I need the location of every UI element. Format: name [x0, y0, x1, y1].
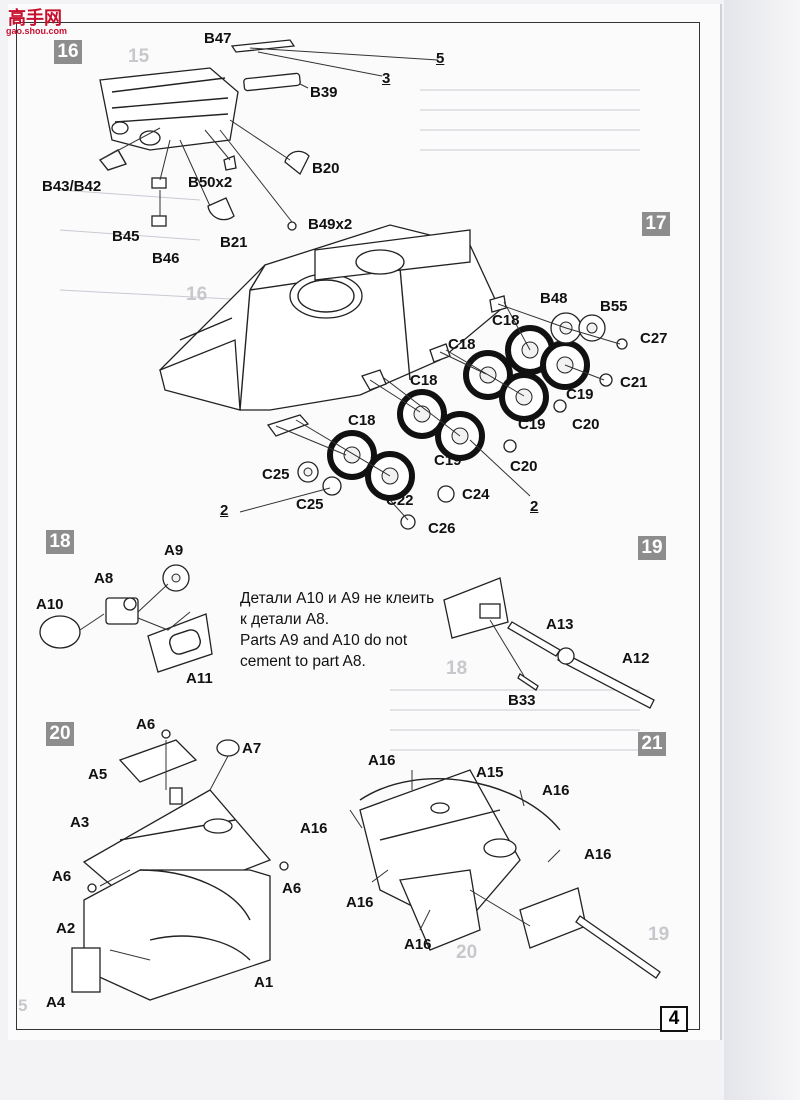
- label-b20: B20: [312, 160, 340, 177]
- ref-5: 5: [436, 50, 445, 67]
- label-c18-c: C18: [410, 372, 438, 389]
- label-c24: C24: [462, 486, 490, 503]
- label-b21: B21: [220, 234, 248, 251]
- logo-subtitle: gao.shou.com: [6, 26, 68, 36]
- label-b46: B46: [152, 250, 180, 267]
- label-a16-e: A16: [346, 894, 374, 911]
- ghost-ref-16: 16: [186, 284, 208, 305]
- label-c25-b: C25: [296, 496, 324, 513]
- ref-3: 3: [382, 70, 391, 87]
- step19-drawing: [443, 577, 655, 709]
- label-a4: A4: [46, 994, 66, 1011]
- label-a16-f: A16: [404, 936, 432, 953]
- label-a10: A10: [36, 596, 64, 613]
- label-b49x2: B49x2: [308, 216, 353, 233]
- label-a16-a: A16: [368, 752, 396, 769]
- step-21-badge: 21: [638, 732, 666, 756]
- ghost-ref-20: 20: [456, 942, 478, 963]
- label-c19-c: C19: [434, 452, 462, 469]
- label-a6-b: A6: [52, 868, 72, 885]
- step21-drawing: [349, 769, 661, 979]
- step17-drawing: [158, 224, 628, 530]
- step-20-badge: 20: [46, 722, 74, 746]
- label-c18-b: C18: [448, 336, 476, 353]
- step18-drawing: [39, 564, 213, 673]
- label-b47: B47: [204, 30, 232, 47]
- label-c25-a: C25: [262, 466, 290, 483]
- label-a13: A13: [546, 616, 574, 633]
- label-c19-a: C19: [566, 386, 594, 403]
- step-18-badge: 18: [46, 530, 74, 554]
- label-a8: A8: [94, 570, 114, 587]
- step-19-badge: 19: [638, 536, 666, 560]
- label-c22: C22: [386, 492, 414, 509]
- label-a6-a: A6: [136, 716, 156, 733]
- ref-2-a: 2: [220, 502, 229, 519]
- label-a15: A15: [476, 764, 504, 781]
- step20-drawing: [71, 729, 289, 1001]
- label-c18-d: C18: [348, 412, 376, 429]
- label-c26: C26: [428, 520, 456, 537]
- label-c19-b: C19: [518, 416, 546, 433]
- step16-drawing: [98, 39, 439, 231]
- label-a9: A9: [164, 542, 184, 559]
- label-a2: A2: [56, 920, 76, 937]
- label-c18-a: C18: [492, 312, 520, 329]
- label-b50x2: B50x2: [188, 174, 233, 191]
- label-a3: A3: [70, 814, 90, 831]
- label-c20-b: C20: [510, 458, 538, 475]
- ref-2-b: 2: [530, 498, 539, 515]
- label-a6-c: A6: [282, 880, 302, 897]
- label-a16-c: A16: [300, 820, 328, 837]
- note-russian: Детали А10 и А9 не клеить к детали А8.: [240, 590, 435, 628]
- scan-edge-shadow: [724, 0, 800, 1100]
- label-a5: A5: [88, 766, 108, 783]
- label-a7: A7: [242, 740, 262, 757]
- label-b33: B33: [508, 692, 536, 709]
- label-b45: B45: [112, 228, 140, 245]
- label-c27: C27: [640, 330, 668, 347]
- bleed-through-lines: [59, 89, 640, 751]
- ghost-ref-15: 15: [128, 46, 150, 67]
- label-a1: A1: [254, 974, 274, 991]
- ghost-ref-19: 19: [648, 924, 670, 945]
- step-17-badge: 17: [642, 212, 670, 236]
- label-a16-d: A16: [584, 846, 612, 863]
- logo-title: 高手网: [8, 8, 62, 28]
- label-c20-a: C20: [572, 416, 600, 433]
- note-english: Parts A9 and A10 do not cement to part A…: [240, 632, 408, 670]
- label-a16-b: A16: [542, 782, 570, 799]
- label-a11: A11: [186, 670, 213, 687]
- label-b48: B48: [540, 290, 568, 307]
- label-b43-b42: B43/B42: [42, 178, 102, 195]
- page-number: 4: [660, 1006, 688, 1032]
- ghost-ref-18: 18: [446, 658, 468, 679]
- page-frame: [16, 22, 700, 1030]
- label-b55: B55: [600, 298, 628, 315]
- step-16-badge: 16: [54, 40, 82, 64]
- site-logo[interactable]: 高手网 gao.shou.com: [4, 4, 70, 38]
- label-a12: A12: [622, 650, 650, 667]
- label-c21: C21: [620, 374, 648, 391]
- assembly-note: Детали А10 и А9 не клеить к детали А8. P…: [240, 588, 440, 672]
- margin-page-number: 5: [18, 996, 28, 1015]
- label-b39: B39: [310, 84, 338, 101]
